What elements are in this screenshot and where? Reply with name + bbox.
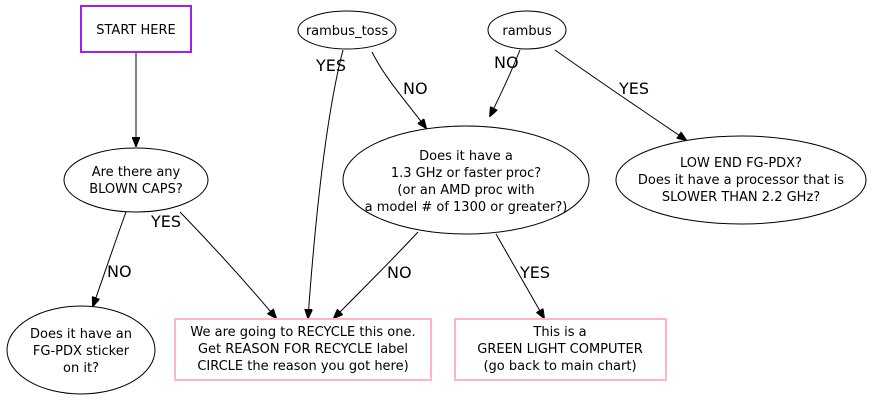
recycle-line-1: We are going to RECYCLE this one. bbox=[190, 325, 415, 340]
edge-label-rambus-yes: YES bbox=[618, 79, 649, 98]
node-rambus: rambus bbox=[487, 10, 567, 50]
edge-label-rambus-toss-no: NO bbox=[403, 79, 428, 98]
low-end-line-3: SLOWER THAN 2.2 GHz? bbox=[662, 190, 820, 205]
rambus-toss-ellipse bbox=[297, 10, 397, 50]
low-end-ellipse bbox=[615, 135, 867, 225]
edge-label-rambus-no: NO bbox=[494, 53, 519, 72]
edge-rambus-toss-yes bbox=[308, 49, 344, 318]
start-label: START HERE bbox=[96, 23, 175, 38]
fgpdx-sticker-line-1: Does it have an bbox=[30, 327, 132, 342]
low-end-line-2: Does it have a processor that is bbox=[638, 173, 844, 188]
proc-speed-line-2: 1.3 GHz or faster proc? bbox=[391, 166, 541, 181]
node-green-light: This is a GREEN LIGHT COMPUTER (go back … bbox=[454, 318, 667, 381]
green-light-line-3: (go back to main chart) bbox=[483, 359, 636, 374]
edge-label-rambus-toss-yes: YES bbox=[315, 56, 346, 75]
edge-rambus-no bbox=[490, 49, 521, 116]
edge-rambus-toss-no bbox=[371, 51, 426, 128]
recycle-line-3: CIRCLE the reason you got here) bbox=[197, 359, 408, 374]
edge-proc-yes bbox=[495, 233, 544, 318]
node-recycle: We are going to RECYCLE this one. Get RE… bbox=[174, 318, 432, 381]
node-start: START HERE bbox=[80, 5, 192, 53]
edge-caps-no bbox=[93, 211, 127, 306]
blown-caps-ellipse bbox=[63, 147, 209, 213]
start-box bbox=[80, 5, 192, 53]
node-rambus-toss: rambus_toss bbox=[297, 10, 397, 50]
edge-label-proc-yes: YES bbox=[519, 263, 550, 282]
green-light-line-2: GREEN LIGHT COMPUTER bbox=[477, 342, 642, 357]
node-blown-caps: Are there any BLOWN CAPS? bbox=[63, 147, 209, 213]
fgpdx-sticker-line-3: on it? bbox=[63, 361, 99, 376]
blown-caps-line-2: BLOWN CAPS? bbox=[89, 182, 183, 197]
green-light-box bbox=[454, 318, 667, 381]
edge-label-proc-no: NO bbox=[387, 263, 412, 282]
fgpdx-sticker-ellipse bbox=[6, 305, 156, 395]
recycle-line-2: Get REASON FOR RECYCLE label bbox=[198, 342, 408, 357]
edge-label-caps-no: NO bbox=[107, 262, 132, 281]
proc-speed-line-4: a model # of 1300 or greater?) bbox=[365, 200, 568, 215]
edge-labels: YES NO NO YES NO YES NO YES bbox=[107, 53, 649, 282]
rambus-label: rambus bbox=[502, 24, 551, 39]
edge-label-caps-yes: YES bbox=[150, 212, 181, 231]
edge-proc-no bbox=[334, 231, 419, 318]
proc-speed-line-3: (or an AMD proc with bbox=[397, 183, 534, 198]
rambus-toss-label: rambus_toss bbox=[306, 24, 389, 39]
edge-caps-yes bbox=[179, 211, 276, 318]
fgpdx-sticker-line-2: FG-PDX sticker bbox=[33, 344, 130, 359]
low-end-line-1: LOW END FG-PDX? bbox=[680, 156, 802, 171]
node-low-end: LOW END FG-PDX? Does it have a processor… bbox=[615, 135, 867, 225]
edge-rambus-yes bbox=[554, 49, 686, 140]
proc-speed-line-1: Does it have a bbox=[419, 149, 513, 164]
node-proc-speed: Does it have a 1.3 GHz or faster proc? (… bbox=[342, 125, 590, 235]
proc-speed-ellipse bbox=[342, 125, 590, 235]
rambus-ellipse bbox=[487, 10, 567, 50]
edges bbox=[93, 49, 686, 318]
node-fgpdx-sticker: Does it have an FG-PDX sticker on it? bbox=[6, 305, 156, 395]
blown-caps-line-1: Are there any bbox=[92, 165, 181, 180]
green-light-line-1: This is a bbox=[532, 325, 586, 340]
recycle-box bbox=[174, 318, 432, 381]
